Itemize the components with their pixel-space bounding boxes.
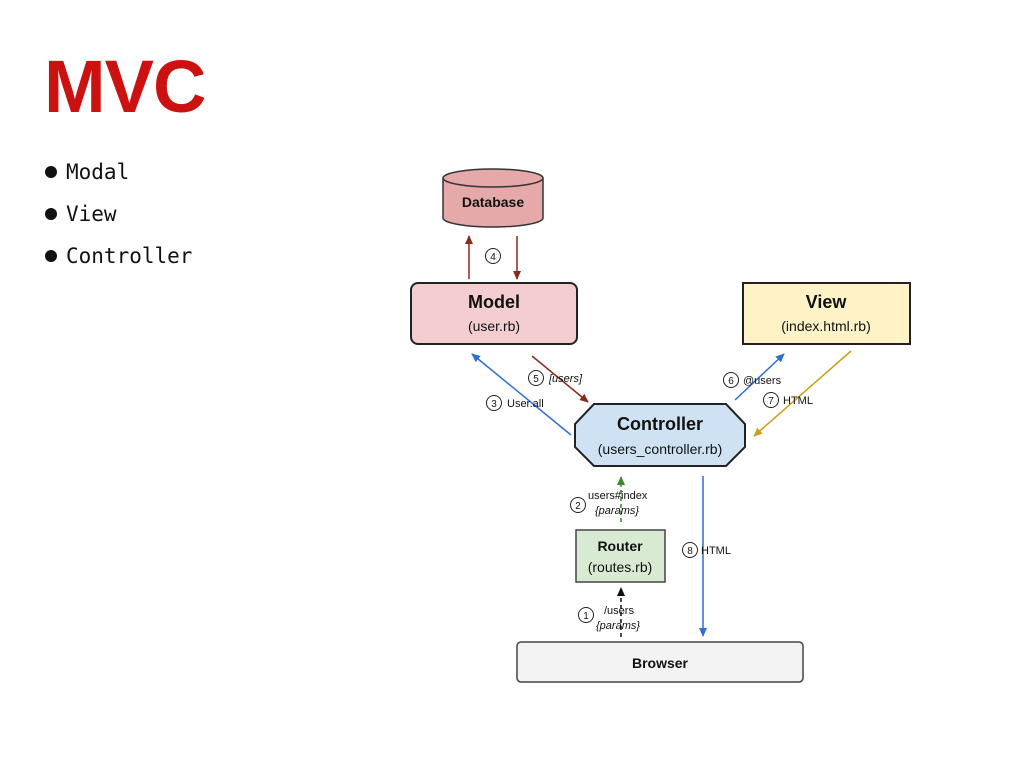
step-3-label: User.all xyxy=(507,398,544,410)
view-box xyxy=(742,282,911,345)
step-1-badge: 1 xyxy=(578,607,594,623)
bullet-text: View xyxy=(66,202,117,226)
bullet-dot-icon xyxy=(45,250,57,262)
model-sub: (user.rb) xyxy=(468,318,520,334)
controller-sub: (users_controller.rb) xyxy=(598,441,723,457)
view-label: View xyxy=(806,292,848,312)
router-box xyxy=(575,529,666,583)
bullet-text: Modal xyxy=(66,160,130,184)
router-label: Router xyxy=(597,538,643,554)
bullet-dot-icon xyxy=(45,166,57,178)
bullet-item-modal: Modal xyxy=(44,156,192,198)
step-2-badge: 2 xyxy=(570,497,586,513)
step-3-number: 3 xyxy=(491,399,497,410)
step-6-badge: 6 xyxy=(723,372,739,388)
step-2-number: 2 xyxy=(575,501,581,512)
step-2-sub: {params} xyxy=(595,505,639,517)
step-7-label: HTML xyxy=(783,395,813,407)
view-sub: (index.html.rb) xyxy=(781,318,870,334)
arrow-model-to-controller xyxy=(531,355,589,403)
database-cylinder-shape xyxy=(442,178,544,228)
controller-octagon xyxy=(574,403,746,467)
browser-node: Browser xyxy=(516,641,804,683)
bullet-item-controller: Controller xyxy=(44,240,192,282)
step-1-sub: {params} xyxy=(596,620,640,632)
model-node: Model (user.rb) xyxy=(410,282,578,345)
bullet-dot-icon xyxy=(45,208,57,220)
router-sub: (routes.rb) xyxy=(588,559,653,575)
browser-box xyxy=(516,641,804,683)
step-1-number: 1 xyxy=(583,611,589,622)
router-node: Router (routes.rb) xyxy=(575,529,666,583)
model-box xyxy=(410,282,578,345)
step-5-badge: 5 xyxy=(528,370,544,386)
step-2-label: users#index xyxy=(588,490,648,502)
controller-node: Controller (users_controller.rb) xyxy=(574,403,746,467)
model-label: Model xyxy=(468,292,520,312)
step-6-label: @users xyxy=(743,375,782,387)
view-node: View (index.html.rb) xyxy=(742,282,911,345)
step-6-number: 6 xyxy=(728,376,734,387)
step-4-badge: 4 xyxy=(485,248,501,264)
database-node: Database xyxy=(442,168,544,228)
browser-label: Browser xyxy=(632,655,689,671)
step-5-label: [users] xyxy=(548,373,583,385)
step-8-number: 8 xyxy=(687,546,693,557)
arrow-controller-to-view xyxy=(734,353,785,401)
step-8-label: HTML xyxy=(701,545,731,557)
step-5-number: 5 xyxy=(533,374,539,385)
bullet-item-view: View xyxy=(44,198,192,240)
step-1-label: /users xyxy=(604,605,634,617)
database-label: Database xyxy=(462,194,524,210)
arrow-controller-to-model xyxy=(471,353,572,436)
slide-title: MVC xyxy=(44,45,206,128)
step-8-badge: 8 xyxy=(682,542,698,558)
controller-label: Controller xyxy=(617,414,703,434)
bullet-list: Modal View Controller xyxy=(44,156,192,282)
step-4-number: 4 xyxy=(490,252,496,263)
bullet-text: Controller xyxy=(66,244,193,268)
step-7-badge: 7 xyxy=(763,392,779,408)
step-7-number: 7 xyxy=(768,396,774,407)
step-3-badge: 3 xyxy=(486,395,502,411)
database-cylinder-top xyxy=(442,168,544,188)
arrow-view-to-controller xyxy=(753,350,852,437)
